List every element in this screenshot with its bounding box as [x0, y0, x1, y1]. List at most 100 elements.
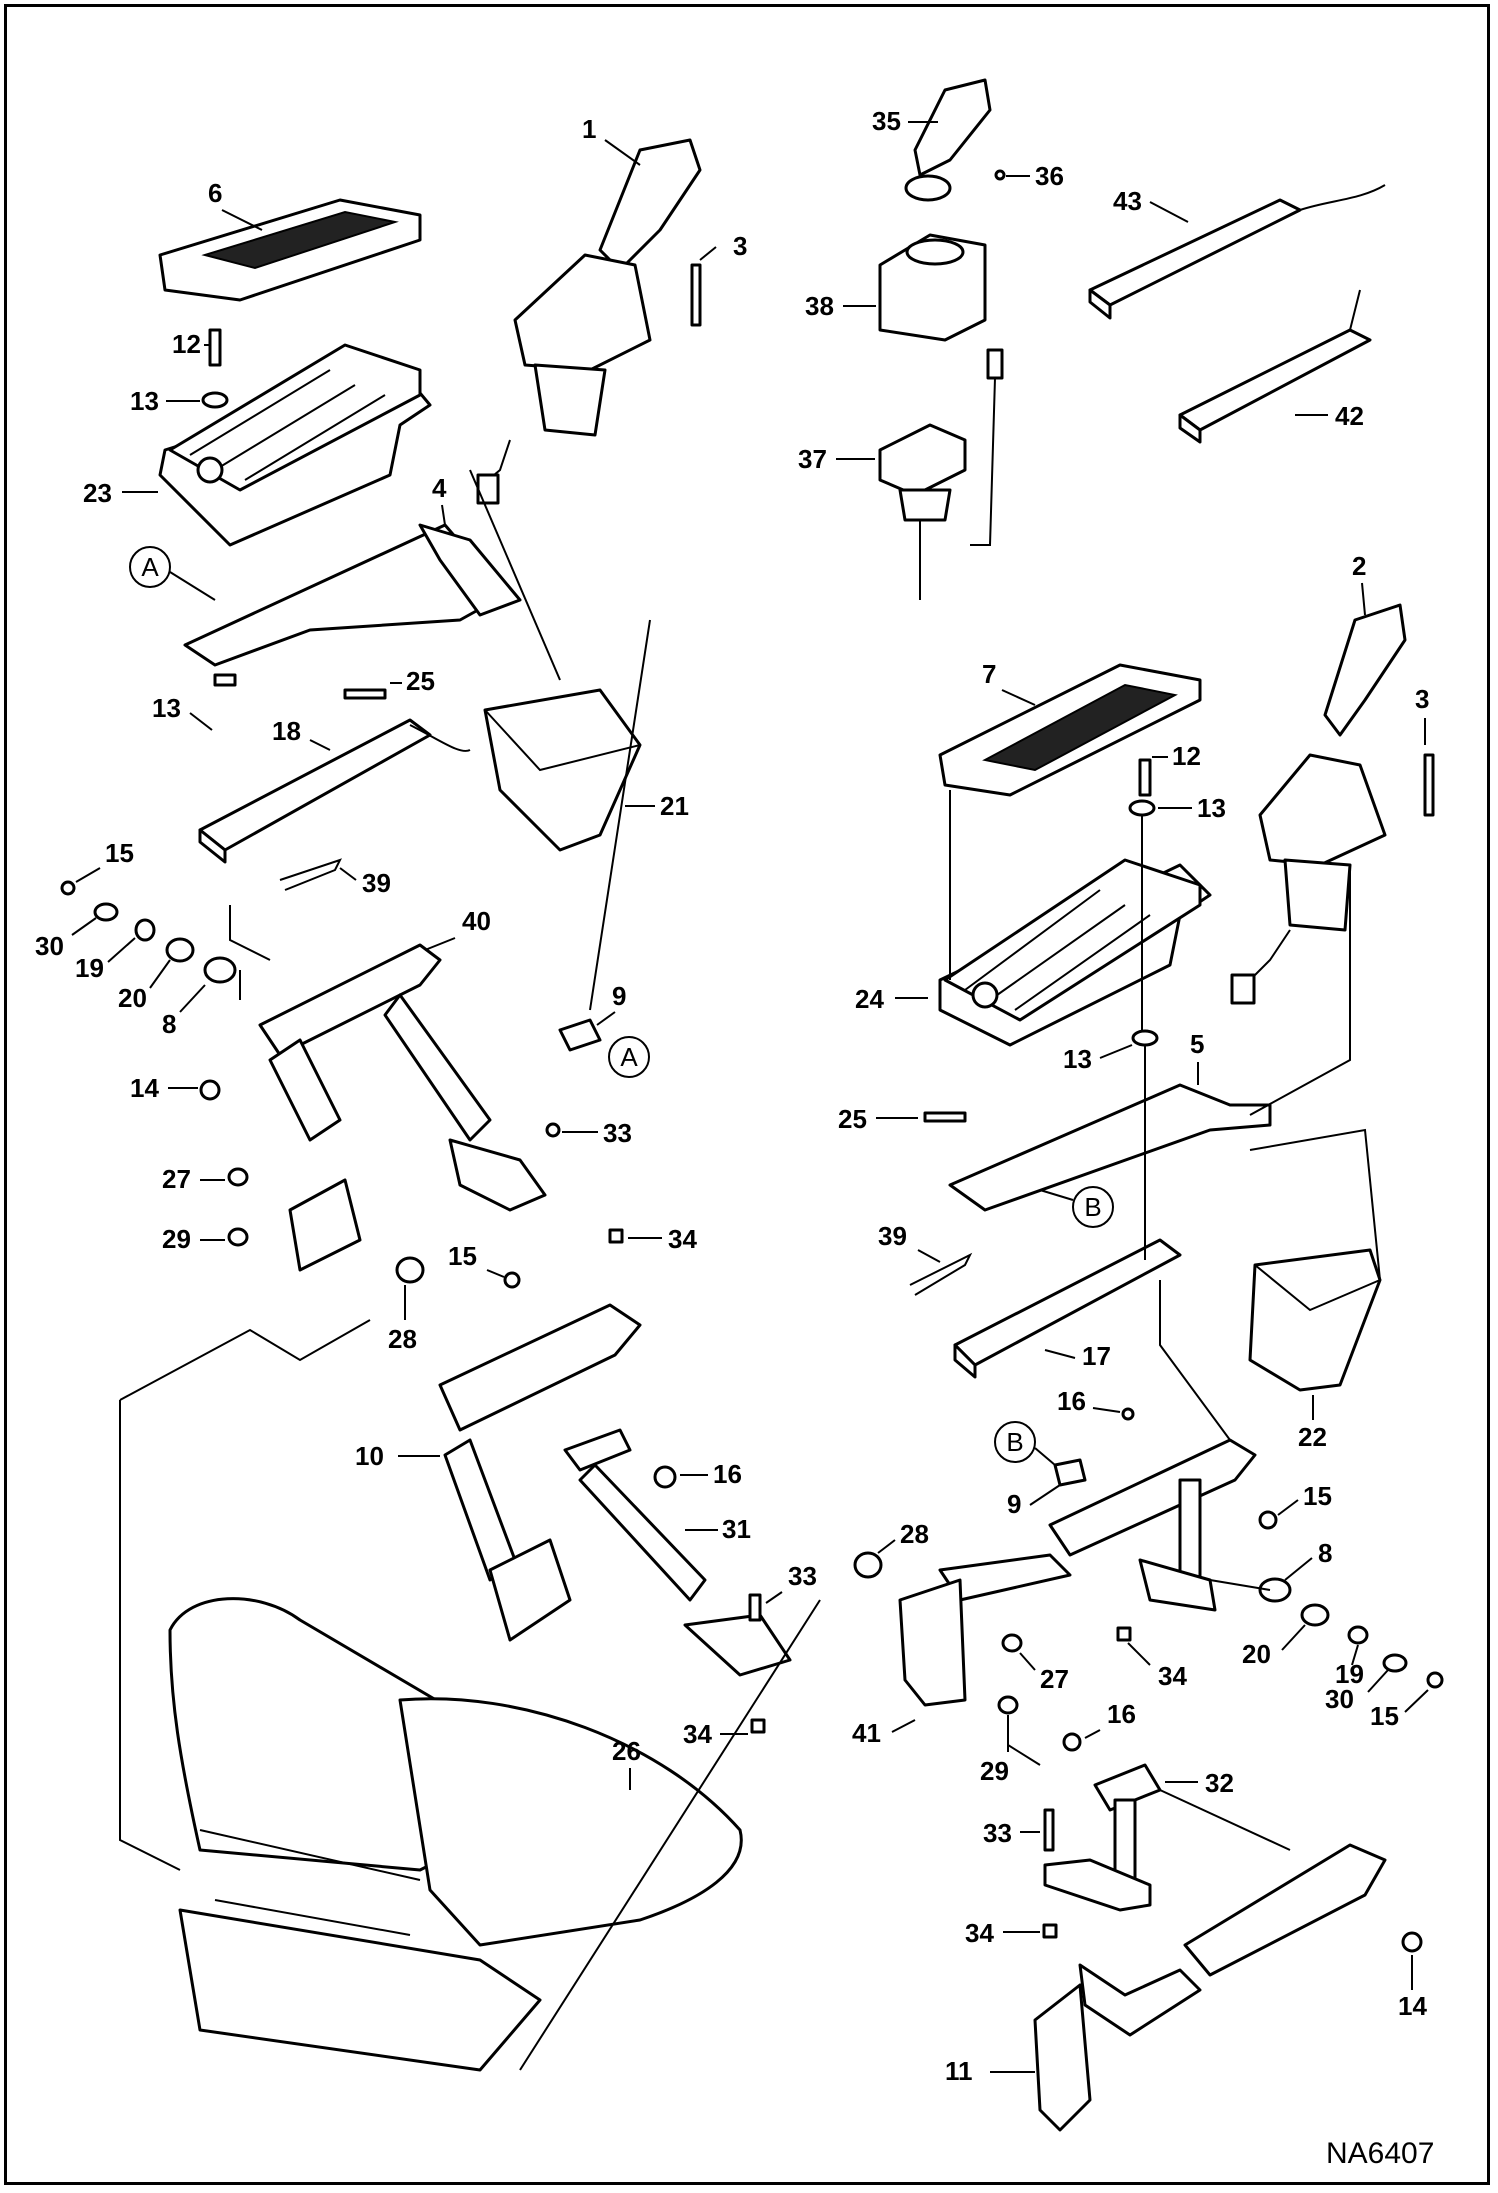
callout-33a: 33: [603, 1118, 632, 1148]
bolt-33-mid: [748, 1593, 762, 1622]
callout-37: 37: [798, 444, 827, 474]
callout-3a: 3: [733, 231, 747, 261]
callout-40: 40: [462, 906, 491, 936]
callout-19a: 19: [75, 953, 104, 983]
nut-27-right: [1001, 1633, 1023, 1653]
nut-34-right: [1116, 1626, 1132, 1642]
callout-15c: 15: [1303, 1481, 1332, 1511]
callout-34c: 34: [1158, 1661, 1187, 1691]
washer-30-right: [1382, 1653, 1408, 1673]
washer-30-left: [93, 902, 119, 922]
nut-15-right: [1258, 1510, 1278, 1530]
callout-39b: 39: [878, 1221, 907, 1251]
console-cover-left: [158, 198, 422, 302]
callout-27a: 27: [162, 1164, 191, 1194]
joystick-handle-35: [904, 78, 992, 202]
callout-15b: 15: [448, 1241, 477, 1271]
callout-9b: 9: [1007, 1489, 1021, 1519]
mounting-plate-left: [183, 523, 522, 667]
callout-11: 11: [945, 2056, 973, 2086]
bolt-16-lower: [1062, 1732, 1082, 1752]
callout-30a: 30: [35, 931, 64, 961]
bolt-33-upper: [545, 1122, 561, 1138]
callout-28b: 28: [900, 1519, 929, 1549]
callout-17: 17: [1082, 1341, 1111, 1371]
callout-8b: 8: [1318, 1538, 1332, 1568]
callout-12a: 12: [172, 329, 201, 359]
washer-20-left: [165, 937, 195, 963]
slide-rail-left: [198, 718, 471, 864]
bushing-28-left: [395, 1256, 425, 1284]
callout-1: 1: [582, 114, 596, 144]
bushing-9-left: [558, 1018, 602, 1052]
bolt-16-right: [1121, 1407, 1135, 1421]
callout-39a: 39: [362, 868, 391, 898]
callout-34d: 34: [965, 1918, 994, 1948]
washer-13-right-a: [1128, 799, 1156, 817]
callout-35: 35: [872, 106, 901, 136]
bolt-25-left: [343, 688, 387, 700]
callout-25b: 25: [838, 1104, 867, 1134]
callout-9a: 9: [612, 981, 626, 1011]
bolt-3-right: [1423, 753, 1435, 817]
nut-15-left: [60, 880, 76, 896]
nut-29-left: [227, 1227, 249, 1247]
nut-34-lower: [1042, 1923, 1058, 1939]
bolt-12-right: [1138, 758, 1152, 797]
callout-7: 7: [982, 659, 996, 689]
nut-15-mid: [503, 1271, 521, 1289]
console-left: [158, 343, 432, 547]
callout-19b: 19: [1335, 1659, 1364, 1689]
callout-28a: 28: [388, 1324, 417, 1354]
callout-30b: 30: [1325, 1684, 1354, 1714]
svg-text:A: A: [620, 1042, 638, 1072]
bolt-12-left: [208, 328, 222, 367]
callout-2: 2: [1352, 551, 1366, 581]
callout-31: 31: [722, 1514, 751, 1544]
svg-text:B: B: [1084, 1192, 1101, 1222]
reference-marker-b-upper: B: [1039, 1186, 1114, 1228]
nut-27-left: [227, 1167, 249, 1187]
callout-16c: 16: [1107, 1699, 1136, 1729]
joystick-right: [1230, 603, 1407, 1005]
washer-13-left-a: [213, 673, 237, 687]
bracket-41: [898, 1438, 1257, 1707]
joystick-box-left: [483, 688, 642, 852]
svg-text:A: A: [141, 552, 159, 582]
callout-18: 18: [272, 716, 301, 746]
callout-5: 5: [1190, 1029, 1204, 1059]
svg-text:B: B: [1006, 1427, 1023, 1457]
callout-22: 22: [1298, 1422, 1327, 1452]
mounting-plate-right: [948, 1083, 1272, 1212]
callout-labels: 1 2 3 3 4 5 6 7 8 8 9 9 10 11 12 12 13 1…: [35, 106, 1429, 2086]
tube-31: [563, 1428, 792, 1677]
callout-13c: 13: [1197, 793, 1226, 823]
nut-14-left: [199, 1079, 221, 1101]
washer-8-left: [203, 956, 237, 984]
callout-6: 6: [208, 178, 222, 208]
callout-15a: 15: [105, 838, 134, 868]
callout-4: 4: [432, 473, 447, 503]
console-right: [938, 858, 1212, 1047]
callout-3b: 3: [1415, 684, 1429, 714]
callout-32: 32: [1205, 1768, 1234, 1798]
seat-26: [168, 1597, 743, 2072]
joystick-box-right: [1248, 1248, 1382, 1392]
callout-24: 24: [855, 984, 884, 1014]
washer-8-right: [1258, 1577, 1292, 1603]
callout-29b: 29: [980, 1756, 1009, 1786]
bushing-9-right: [1053, 1458, 1087, 1487]
callout-12b: 12: [1172, 741, 1201, 771]
callout-13a: 13: [130, 386, 159, 416]
rail-42: [1178, 289, 1372, 444]
drawing-code: NA6407: [1326, 2137, 1434, 2170]
callout-16a: 16: [713, 1459, 742, 1489]
nut-34-upper: [608, 1228, 624, 1244]
washer-20-right: [1300, 1603, 1330, 1627]
spring-left: [279, 858, 342, 891]
callout-34b: 34: [683, 1719, 712, 1749]
washer-13-upper: [201, 391, 229, 409]
reference-marker-b-lower: B: [994, 1421, 1056, 1466]
bracket-11: [1033, 1843, 1387, 2132]
callout-36: 36: [1035, 161, 1064, 191]
